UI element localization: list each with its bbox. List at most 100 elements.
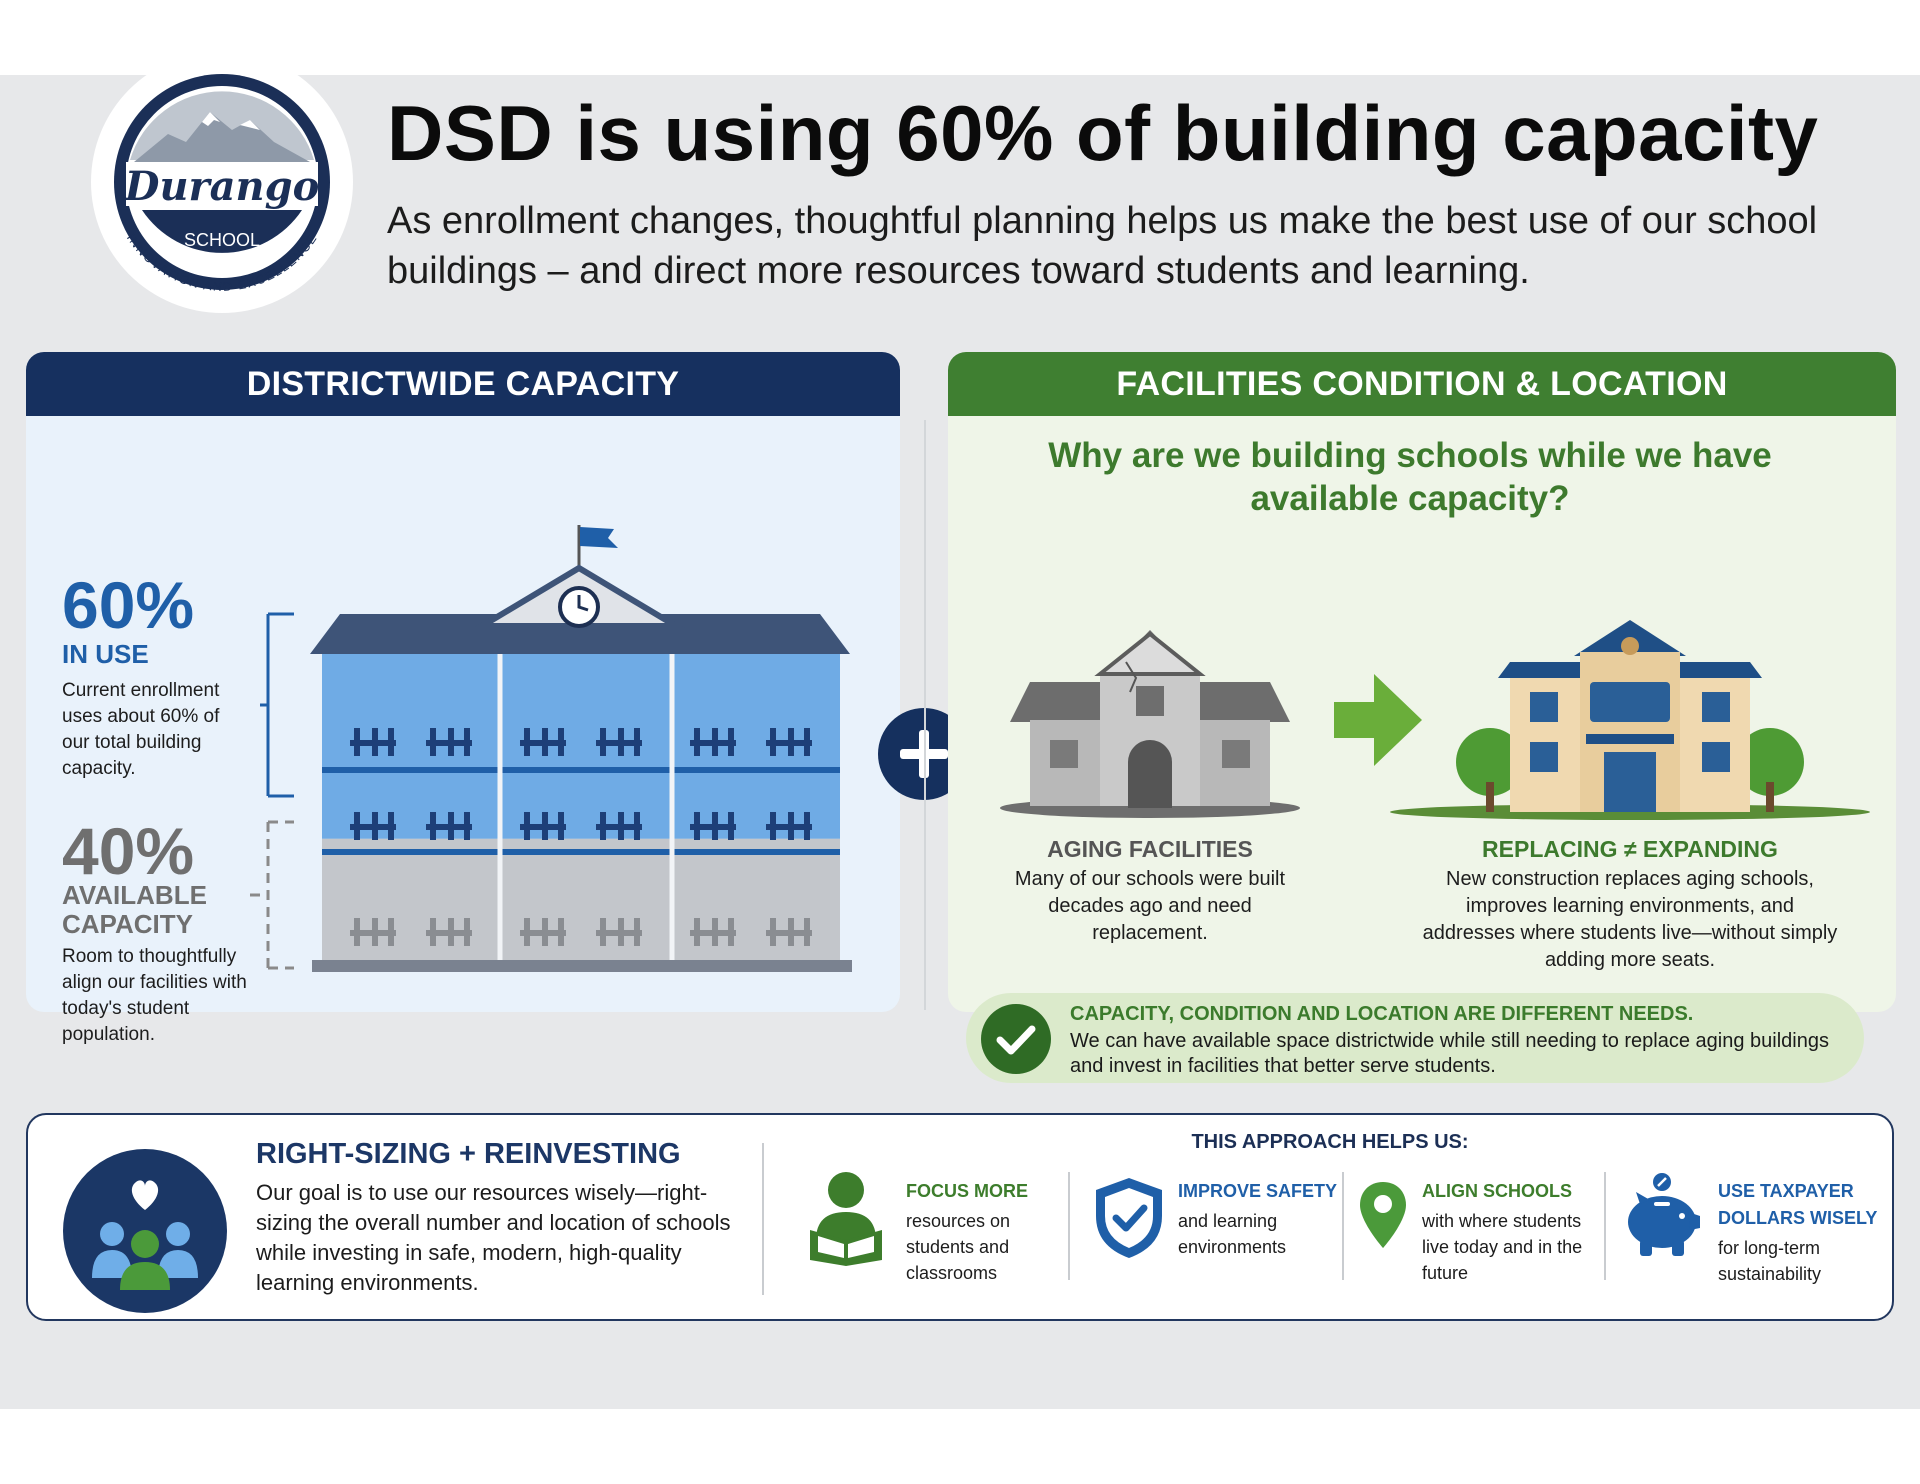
bottom-divider	[762, 1143, 764, 1295]
facilities-illustration	[1000, 620, 1870, 820]
page-title: DSD is using 60% of building capacity	[387, 89, 1819, 177]
available-label-line2: CAPACITY	[62, 909, 193, 939]
logo-school: SCHOOL	[184, 230, 260, 250]
right-sizing-text: Our goal is to use our resources wisely—…	[256, 1180, 731, 1295]
right-sizing-bar	[26, 1113, 1894, 1321]
chair	[372, 812, 378, 840]
chair	[634, 812, 640, 840]
chair	[770, 728, 776, 756]
chair	[600, 812, 606, 840]
taxpayer-title-line1: USE TAXPAYER	[1718, 1181, 1854, 1201]
aging-facilities-title: AGING FACILITIES	[1047, 836, 1253, 862]
chair	[728, 812, 734, 840]
chair	[804, 728, 810, 756]
chair	[618, 918, 624, 946]
improve-safety-text: and learning environments	[1178, 1211, 1287, 1257]
right-sizing-title: RIGHT-SIZING + REINVESTING	[256, 1138, 681, 1170]
chair	[712, 728, 718, 756]
available-label-line1: AVAILABLE	[62, 880, 207, 910]
align-schools-title: ALIGN SCHOOLS	[1422, 1181, 1573, 1201]
chair	[600, 918, 606, 946]
in-use-floors	[322, 654, 840, 839]
new-school-icon	[1390, 620, 1870, 820]
aging-facilities-description: Many of our schools were built decades a…	[1014, 868, 1286, 944]
chair	[388, 728, 394, 756]
logo-district: DISTRICT	[181, 250, 264, 270]
chair	[448, 728, 454, 756]
align-schools-text: with where students live today and in th…	[1422, 1211, 1583, 1283]
chair	[558, 918, 564, 946]
chair	[712, 918, 718, 946]
in-use-percent: 60%	[62, 568, 195, 642]
chair	[448, 918, 454, 946]
chair	[354, 918, 360, 946]
check-circle-icon	[981, 1004, 1051, 1074]
chair	[464, 728, 470, 756]
chair	[558, 728, 564, 756]
chair	[464, 918, 470, 946]
in-use-label: IN USE	[62, 639, 149, 669]
shield-check-icon	[1096, 1178, 1162, 1258]
aging-school-icon	[1000, 630, 1300, 818]
chair	[694, 918, 700, 946]
approach-title: THIS APPROACH HELPS US:	[1191, 1131, 1469, 1153]
chair	[354, 812, 360, 840]
chair	[542, 728, 548, 756]
piggy-bank-icon	[1628, 1173, 1700, 1256]
chair	[354, 728, 360, 756]
available-description: Room to thoughtfully align our facilitie…	[62, 946, 247, 1045]
chair	[770, 812, 776, 840]
capacity-panel-header: DISTRICTWIDE CAPACITY	[26, 352, 900, 416]
item-divider	[1068, 1172, 1070, 1280]
chair	[618, 728, 624, 756]
chair	[788, 918, 794, 946]
chair	[524, 812, 530, 840]
reader-icon	[810, 1172, 882, 1266]
chair	[728, 728, 734, 756]
chair	[788, 728, 794, 756]
panel-divider	[924, 420, 926, 1010]
arrow-right-icon	[1334, 674, 1422, 766]
community-heart-icon	[63, 1149, 227, 1313]
in-use-description: Current enrollment uses about 60% of our…	[62, 680, 220, 779]
improve-safety-title: IMPROVE SAFETY	[1178, 1181, 1338, 1201]
chair	[712, 812, 718, 840]
taxpayer-text: for long-term sustainability	[1718, 1238, 1822, 1284]
available-percent: 40%	[62, 814, 195, 888]
chair	[694, 728, 700, 756]
chair	[430, 812, 436, 840]
chair	[430, 918, 436, 946]
item-divider	[1604, 1172, 1606, 1280]
taxpayer-title-line2: DOLLARS WISELY	[1718, 1208, 1878, 1228]
chair	[464, 812, 470, 840]
chair	[728, 918, 734, 946]
chair	[448, 812, 454, 840]
in-use-bracket	[260, 612, 294, 798]
capacity-building-illustration	[250, 525, 852, 972]
available-bracket	[250, 820, 294, 970]
page-subtitle: As enrollment changes, thoughtful planni…	[387, 200, 1818, 292]
chair	[524, 728, 530, 756]
different-needs-callout	[966, 993, 1864, 1083]
facilities-question: Why are we building schools while we hav…	[1048, 436, 1772, 518]
callout-text: We can have available space districtwide…	[1070, 1030, 1829, 1077]
facilities-panel-header: FACILITIES CONDITION & LOCATION	[948, 352, 1896, 416]
chair	[388, 918, 394, 946]
available-floor	[322, 838, 840, 962]
chair	[542, 812, 548, 840]
chair	[788, 812, 794, 840]
district-logo: Durango SCHOOL DISTRICT INNOVATION AND E…	[91, 51, 353, 313]
chair	[618, 812, 624, 840]
chair	[558, 812, 564, 840]
chair	[372, 728, 378, 756]
chair	[634, 918, 640, 946]
callout-title: CAPACITY, CONDITION AND LOCATION ARE DIF…	[1070, 1003, 1694, 1025]
replacing-title: REPLACING ≠ EXPANDING	[1482, 836, 1778, 862]
focus-more-title: FOCUS MORE	[906, 1181, 1029, 1201]
chair	[600, 728, 606, 756]
chair	[542, 918, 548, 946]
chair	[804, 918, 810, 946]
chair	[388, 812, 394, 840]
flag-icon	[580, 527, 618, 548]
item-divider	[1342, 1172, 1344, 1280]
